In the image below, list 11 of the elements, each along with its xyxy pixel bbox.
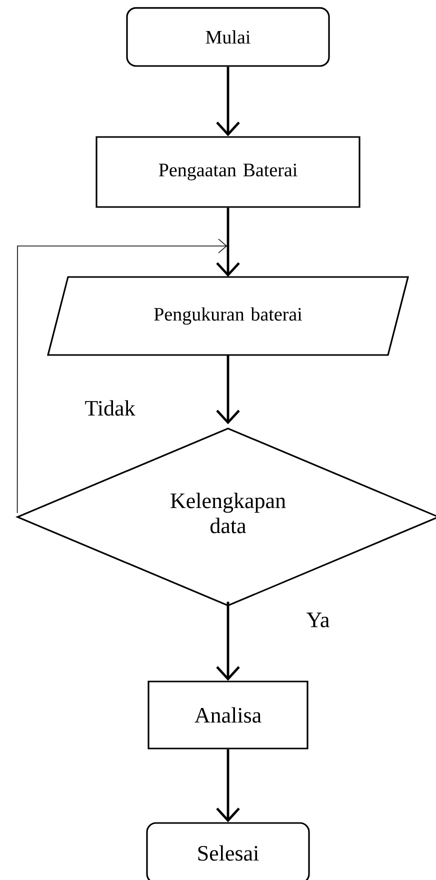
edge-label: Tidak (84, 399, 136, 417)
process-box: Pengaatan Baterai (96, 136, 360, 208)
arrow (216, 208, 240, 277)
terminal-box: Selesai (146, 822, 310, 880)
process-box: Analisa (148, 680, 308, 750)
arrow (216, 749, 240, 822)
terminal-box: Mulai (126, 7, 330, 67)
edge-label: Ya (305, 612, 331, 628)
arrow (216, 602, 240, 681)
arrow (216, 66, 240, 136)
arrow (216, 355, 240, 424)
